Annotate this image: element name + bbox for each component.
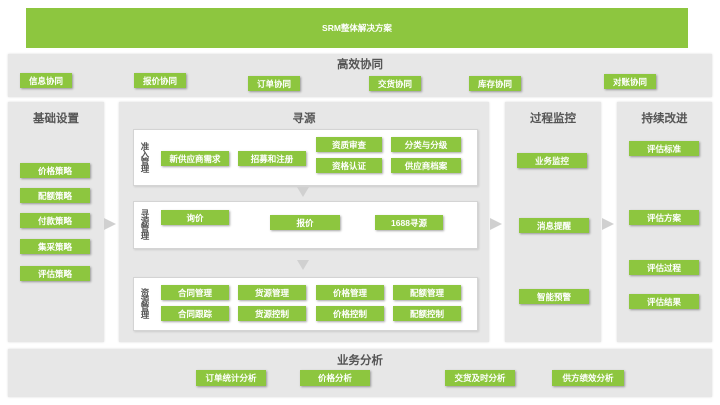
improvement-item-standard[interactable]: 评估标准	[629, 141, 699, 156]
collab-item-delivery[interactable]: 交货协同	[369, 76, 421, 91]
arrow-down-icon	[297, 187, 309, 197]
sourcing-title: 寻源	[292, 113, 316, 125]
monitoring-item-message[interactable]: 消息提醒	[519, 218, 589, 233]
sourcing-item-quotation[interactable]: 报价	[270, 215, 340, 230]
analysis-item-order-stats[interactable]: 订单统计分析	[196, 370, 266, 386]
analysis-item-supplier-perf[interactable]: 供方绩效分析	[552, 370, 624, 386]
basic-item-central[interactable]: 集采策略	[20, 239, 90, 254]
resource-item-quota-control[interactable]: 配额控制	[393, 306, 461, 321]
sourcing-mgmt-label: 寻源管理	[140, 209, 150, 239]
basic-item-eval[interactable]: 评估策略	[20, 266, 90, 281]
admission-item-profile[interactable]: 供应商档案	[391, 158, 461, 173]
collab-item-reconcile[interactable]: 对账协同	[604, 74, 656, 89]
monitoring-item-business[interactable]: 业务监控	[517, 153, 587, 168]
admission-item-qualification[interactable]: 资质审查	[316, 137, 382, 152]
resource-item-price[interactable]: 价格管理	[316, 285, 384, 300]
arrow-right-icon	[490, 218, 502, 230]
analysis-item-delivery[interactable]: 交货及时分析	[445, 370, 515, 386]
arrow-right-icon	[104, 218, 116, 230]
resource-item-source[interactable]: 货源管理	[238, 285, 306, 300]
collab-item-quote[interactable]: 报价协同	[134, 73, 186, 88]
collaboration-title: 高效协同	[337, 59, 383, 71]
collab-item-order[interactable]: 订单协同	[248, 76, 300, 91]
improvement-title: 持续改进	[641, 113, 688, 125]
monitoring-item-alert[interactable]: 智能预警	[519, 289, 589, 304]
arrow-right-icon	[602, 218, 614, 230]
resource-item-price-control[interactable]: 价格控制	[316, 306, 384, 321]
admission-item-classify[interactable]: 分类与分级	[391, 137, 461, 152]
arrow-down-icon	[297, 260, 309, 270]
resource-item-quota[interactable]: 配额管理	[393, 285, 461, 300]
resource-item-source-control[interactable]: 货源控制	[238, 306, 306, 321]
admission-label: 准入管理	[140, 142, 150, 172]
collab-item-info[interactable]: 信息协同	[20, 73, 72, 88]
improvement-item-process[interactable]: 评估过程	[629, 260, 699, 275]
analysis-title: 业务分析	[337, 355, 383, 367]
banner: SRM整体解决方案	[26, 8, 688, 48]
admission-item-recruit[interactable]: 招募和注册	[238, 151, 306, 166]
sourcing-item-inquiry[interactable]: 询价	[161, 210, 229, 225]
collaboration-panel	[8, 54, 712, 97]
resource-item-contract-track[interactable]: 合同跟踪	[161, 306, 229, 321]
resource-item-contract[interactable]: 合同管理	[161, 285, 229, 300]
basic-item-quota[interactable]: 配额策略	[20, 188, 90, 203]
basic-item-price[interactable]: 价格策略	[20, 163, 90, 178]
analysis-item-price[interactable]: 价格分析	[300, 370, 370, 386]
resource-mgmt-label: 资源管理	[140, 288, 150, 318]
basic-title: 基础设置	[33, 113, 79, 125]
monitoring-title: 过程监控	[530, 113, 576, 125]
basic-item-payment[interactable]: 付款策略	[20, 213, 90, 228]
improvement-item-result[interactable]: 评估结果	[629, 294, 699, 309]
sourcing-item-1688[interactable]: 1688寻源	[375, 215, 443, 230]
admission-item-certify[interactable]: 资格认证	[316, 158, 382, 173]
improvement-item-plan[interactable]: 评估方案	[629, 210, 699, 225]
admission-item-new-supplier[interactable]: 新供应商需求	[161, 151, 229, 166]
collab-item-inventory[interactable]: 库存协同	[469, 76, 521, 91]
